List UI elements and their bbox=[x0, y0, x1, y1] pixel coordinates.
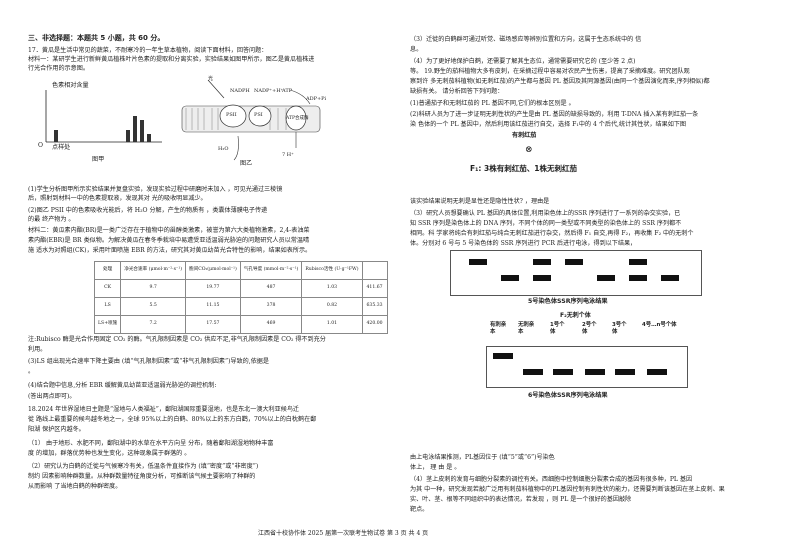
question-line: (2)图乙 PSII 中的色素吸收光能后，将 H₂O 分解，产生的物质有 ，类囊… bbox=[28, 207, 268, 214]
cross-f1-result: F₁: 3株有刺红茄、1株无刺红茄 bbox=[470, 164, 577, 173]
question-line: 素内酯(EBR)是 BR 类似物。为解决黄瓜在春冬季栽培中易遭受亚适温弱光胁迫的… bbox=[28, 237, 310, 244]
gel6-caption: 6号染色体SSR序列电泳结果 bbox=[528, 392, 608, 399]
question-line: (4)结合题中信息,分析 EBR 缓解黄瓜幼苗亚适温弱光胁迫的调控机制: bbox=[28, 382, 217, 389]
gel6-lane-label: 2号个体 bbox=[582, 322, 597, 336]
figure-b-svg bbox=[181, 79, 321, 161]
figure-a-xlabel: 点样处 bbox=[52, 144, 71, 151]
cross-diagram: 有刺红茄 ⊗ F₁: 3株有刺红茄、1株无刺红茄 bbox=[470, 132, 670, 180]
figure-a-origin: O bbox=[38, 142, 43, 149]
text-line: 行光合作用的示意图。 bbox=[28, 65, 89, 72]
question-line: (1)学生分析图甲所示实验结果并复盘实验，发现实验过程中研磨时未加入 ，可见光通… bbox=[28, 186, 283, 193]
question-line: (3)LS 组出现光合速率下降主要由 (填“气孔限制因素”或“非气孔限制因素”)… bbox=[28, 358, 269, 365]
text-line: 息。 bbox=[410, 46, 423, 53]
figure-b-caption: 图乙 bbox=[240, 160, 253, 167]
page-footer: 江西省十校协作体 2025 届第一次联考生物试卷 第 3 页 共 4 页 bbox=[258, 530, 429, 537]
text-line: 17．黄瓜是生活中常见的蔬菜，不耐寒冷的一年生草本植物，阅读下面材料，回答问题： bbox=[28, 47, 268, 54]
table-header-cell: 净光合速率 (μmol·m⁻²·s⁻¹) bbox=[120, 261, 186, 280]
text-line: 靶点。 bbox=[410, 506, 429, 513]
text-line: 察到许 多无刺茄科植物(如无刺红茄)的产生都与基因 PL 基因及其同源基因(由同… bbox=[410, 78, 710, 85]
text-line: （3）迁徙的白鹤群可通过听觉、磁场感应等辨别位置和方向，这属于生态系统中的 信 bbox=[410, 36, 642, 43]
question-line: 注:Rubisco 酶是光合作用固定 CO₂ 的酶。气孔限制因素是 CO₂ 供应… bbox=[28, 336, 326, 343]
question-line: 利用。 bbox=[28, 346, 47, 353]
question-line: （2）研究认为白鹤的迁徙与气候寒冷有关，低温条件直接作为 (填“密度”或“非密度… bbox=[28, 463, 259, 470]
text-line: 该实验结果说明无刺是显性还是隐性性状? ，理由是 bbox=[410, 198, 550, 205]
gel6-lane-label: 无刺亲本 bbox=[518, 322, 535, 336]
chart-bar bbox=[140, 120, 144, 142]
figure-a-ylabel: 色素相对含量 bbox=[52, 82, 89, 89]
text-line: （3）研究人员想要确认 PL 基因的具体位置,利用染色体上的SSR 序列进行了一… bbox=[410, 210, 681, 217]
question-line: 材料二：黄瓜素内酯(BR)是一类广泛存在于植物中的甾醇类激素，被誉为第六大类植物… bbox=[28, 227, 310, 234]
question-line: 制约 因素影响种群数量。从种群数量特征角度分析，可推断该气候主要影响了种群的 bbox=[28, 473, 256, 480]
label-nadph: NADPH bbox=[230, 88, 250, 94]
chart-bar bbox=[54, 130, 58, 142]
text-line: 体上， 理 由 是 。 bbox=[410, 464, 461, 471]
right-column: （3）迁徙的白鹤群可通过听觉、磁场感应等辨别位置和方向，这属于生态系统中的 信 … bbox=[410, 0, 778, 554]
data-table: 处理 净光合速率 (μmol·m⁻²·s⁻¹) 胞间CO₂(μmol·mol⁻¹… bbox=[93, 261, 388, 334]
label-light: 光 bbox=[208, 76, 214, 82]
question-line: 18.2024 年世界湿地日主题是“湿地与人类福祉”，鄱阳湖国际重要湿地，也是东… bbox=[28, 406, 300, 413]
label-atp-synthase: ATP合成酶 bbox=[286, 116, 309, 121]
text-line: (1)普通茄子和无刺红茄的 PL 基因不同,它们的根本区别是 。 bbox=[410, 100, 575, 107]
label-h2o: H₂O bbox=[218, 146, 229, 152]
figure-a-svg bbox=[45, 90, 162, 143]
question-line: 徙 路线上最重要的候鸟越冬地之一，全球 95%以上的白鹤、80%以上的东方白鹳，… bbox=[28, 416, 317, 423]
text-line: （4）茎上皮刺的发育与细胞分裂素的调控有关。西细胞中控制细胞分裂素合成的基因有很… bbox=[410, 476, 693, 483]
question-line: (答出两点即可)。 bbox=[28, 393, 76, 400]
gel6-lane-label: 3号个体 bbox=[612, 322, 627, 336]
left-column: 三、非选择题：本题共 5 小题，共 60 分。 17．黄瓜是生活中常见的蔬菜，不… bbox=[28, 0, 400, 554]
selfing-symbol: ⊗ bbox=[525, 145, 533, 155]
text-line: 等。 19.野生的茄科植物大多有皮刺，在采摘过程中容易对农民产生伤害，提高了采摘… bbox=[410, 68, 690, 75]
cross-parent: 有刺红茄 bbox=[512, 132, 537, 139]
table-header-cell: Rubisco活性 (U·g⁻¹FW) bbox=[301, 261, 363, 280]
text-line: 实、叶、茎、根等不同组织中的表达情况，若发现 ，则 PL 是一个很好的基因敲除 bbox=[410, 496, 632, 503]
chart-bar bbox=[133, 116, 137, 142]
section-title: 三、非选择题：本题共 5 小题，共 60 分。 bbox=[28, 34, 165, 42]
figure-a-caption: 图甲 bbox=[92, 156, 105, 163]
question-line: 的最 终产物为 。 bbox=[28, 216, 75, 223]
table-header-cell: 气孔导度 (mmol·m⁻²·s⁻¹) bbox=[239, 261, 303, 280]
table-header-cell: 处理 bbox=[93, 261, 122, 280]
text-line: 相同。科 学家将纯合有刺红茄与纯合无刺红茄进行杂交，然后得 F₁ 自交,再得 F… bbox=[410, 230, 694, 237]
question-line: 阳湖 保护区内越冬。 bbox=[28, 426, 85, 433]
question-line: 施 适水为对照组(CK)，采用叶面喷施 EBR 的方法，研究其对黄瓜幼苗光合特性… bbox=[28, 247, 312, 254]
label-7h: 7 H⁺ bbox=[282, 152, 294, 158]
question-line: 从而影响 了当地白鹤的种群密度。 bbox=[28, 483, 122, 490]
label-nadp: NADP⁺+H⁺ bbox=[254, 88, 284, 94]
label-adp: ADP+Pi bbox=[306, 96, 327, 102]
question-line: （1） 由于地形、水肥不同，鄱阳湖中的水草在水平方向呈 分布，随着鄱阳湖湿地物种… bbox=[28, 440, 274, 447]
gel6-lane-label: 1号个体 bbox=[550, 322, 565, 336]
label-psii: PSII bbox=[226, 112, 237, 118]
text-line: （4）为了更好地保护白鹤，还需要了解其生态位，通常需要研究它的 (至少答 2 点… bbox=[410, 58, 636, 65]
chart-bar bbox=[147, 134, 151, 142]
text-line: 染 色体的一个 PL 基因中，然后利用该红茄进行自交，选择 F₁中的 4 个后代… bbox=[410, 121, 687, 128]
text-line: 知 SSR 序列是染色体上的 DNA 序列，不同个体的同一类型或不同类型的染色体… bbox=[410, 220, 682, 227]
table-header-row: 处理 净光合速率 (μmol·m⁻²·s⁻¹) 胞间CO₂(μmol·mol⁻¹… bbox=[93, 261, 388, 280]
gel-chr6 bbox=[486, 346, 688, 388]
table-header-cell: 胞间CO₂(μmol·mol⁻¹) bbox=[185, 261, 241, 280]
table-header-cell bbox=[361, 261, 388, 280]
gel6-title: F₂无刺个体 bbox=[560, 312, 591, 319]
text-line: 为其 中一种，研究发现若敲广泛用有刺茄科植物中的PL基因控制有刺性状的能力，还需… bbox=[410, 486, 725, 493]
question-line: 。 bbox=[28, 368, 35, 375]
gel6-lane-label: 有刺亲本 bbox=[490, 322, 507, 336]
label-atp: ATP bbox=[282, 88, 293, 94]
text-line: 缺损有关。 请分析回答下列问题： bbox=[410, 88, 504, 95]
text-line: (2)科研人员为了进一步证明无刺性状的产生是由 PL 基因的缺损导致的，利用 T… bbox=[410, 111, 699, 118]
text-line: 体。分别对 6 号与 5 号染色体的 SSR 序列进行 PCR 后进行电泳，得到… bbox=[410, 240, 637, 247]
figure-b-diagram: 光 NADPH NADP⁺+H⁺ ATP ADP+Pi PSII PSI ATP… bbox=[178, 76, 328, 172]
question-line: 度 的增加，群落优势种也发生变化，这种现象属于群落的 。 bbox=[28, 450, 191, 457]
text-line: 材料一：某研学生进行新鲜黄瓜植株叶片色素的提取和分离实验，实验结果如图甲所示，图… bbox=[28, 56, 315, 63]
gel5-caption: 5号染色体SSR序列电泳结果 bbox=[528, 298, 608, 305]
gel-chr5 bbox=[450, 250, 702, 296]
figure-a-chart: 色素相对含量 O 点样处 图甲 bbox=[32, 80, 172, 170]
chart-bar bbox=[126, 130, 130, 142]
gel6-lane-label: 4号…n号个体 bbox=[642, 322, 677, 328]
text-line: 由上电泳结果推测，PL基因位于 (填“5”或“6”)号染色 bbox=[410, 454, 555, 461]
label-psi: PSI bbox=[254, 112, 263, 118]
question-line: 后，照射到材料一中的色素提取液，发现其对 光的吸收明显减少。 bbox=[28, 195, 207, 202]
